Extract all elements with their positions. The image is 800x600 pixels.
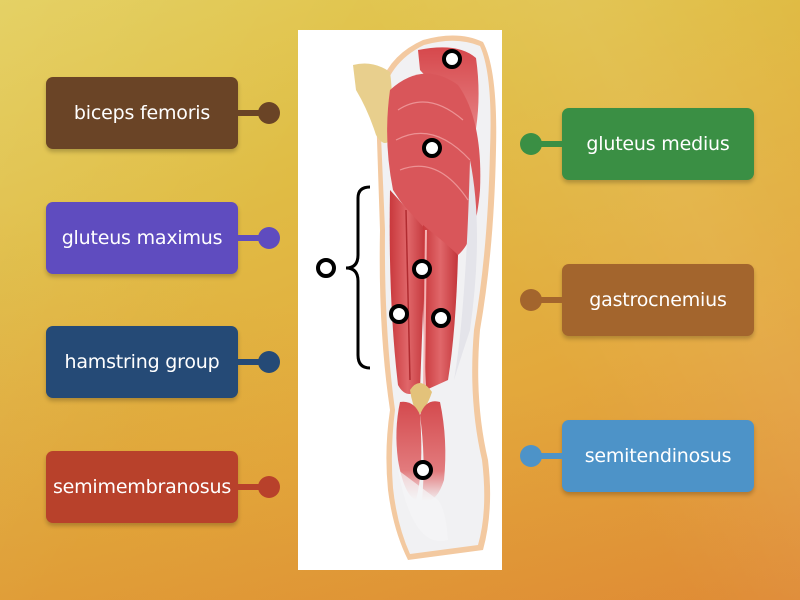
anatomy-diagram	[298, 30, 502, 570]
connector-line	[234, 110, 262, 116]
label-text: biceps femoris	[73, 102, 211, 124]
drop-target-7[interactable]	[413, 460, 433, 480]
drop-target-6[interactable]	[431, 308, 451, 328]
label-semitendinosus[interactable]: semitendinosus	[520, 420, 754, 492]
connector-line	[234, 484, 262, 490]
connector-handle[interactable]	[520, 445, 542, 467]
label-text: gluteus maximus	[61, 227, 223, 249]
bracket-icon	[345, 185, 371, 370]
label-text: semitendinosus	[584, 445, 732, 467]
connector-line	[538, 297, 566, 303]
connector-line	[538, 141, 566, 147]
drop-target-1[interactable]	[442, 49, 462, 69]
drop-target-4[interactable]	[412, 259, 432, 279]
connector-handle[interactable]	[258, 351, 280, 373]
label-semimembranosus[interactable]: semimembranosus	[46, 451, 280, 523]
label-text: gluteus medius	[586, 133, 730, 155]
connector-line	[538, 453, 566, 459]
connector-line	[234, 235, 262, 241]
connector-line	[234, 359, 262, 365]
connector-handle[interactable]	[520, 289, 542, 311]
drop-target-5[interactable]	[389, 304, 409, 324]
label-text: gastrocnemius	[589, 289, 727, 311]
label-text: semimembranosus	[52, 476, 232, 498]
label-hamstring-group[interactable]: hamstring group	[46, 326, 280, 398]
label-gluteus-medius[interactable]: gluteus medius	[520, 108, 754, 180]
drop-target-2[interactable]	[422, 138, 442, 158]
label-biceps-femoris[interactable]: biceps femoris	[46, 77, 280, 149]
leg-muscle-illustration	[353, 35, 497, 561]
label-text: hamstring group	[64, 351, 220, 373]
drop-target-3[interactable]	[316, 258, 336, 278]
connector-handle[interactable]	[258, 476, 280, 498]
connector-handle[interactable]	[520, 133, 542, 155]
connector-handle[interactable]	[258, 102, 280, 124]
label-gastrocnemius[interactable]: gastrocnemius	[520, 264, 754, 336]
label-gluteus-maximus[interactable]: gluteus maximus	[46, 202, 280, 274]
connector-handle[interactable]	[258, 227, 280, 249]
